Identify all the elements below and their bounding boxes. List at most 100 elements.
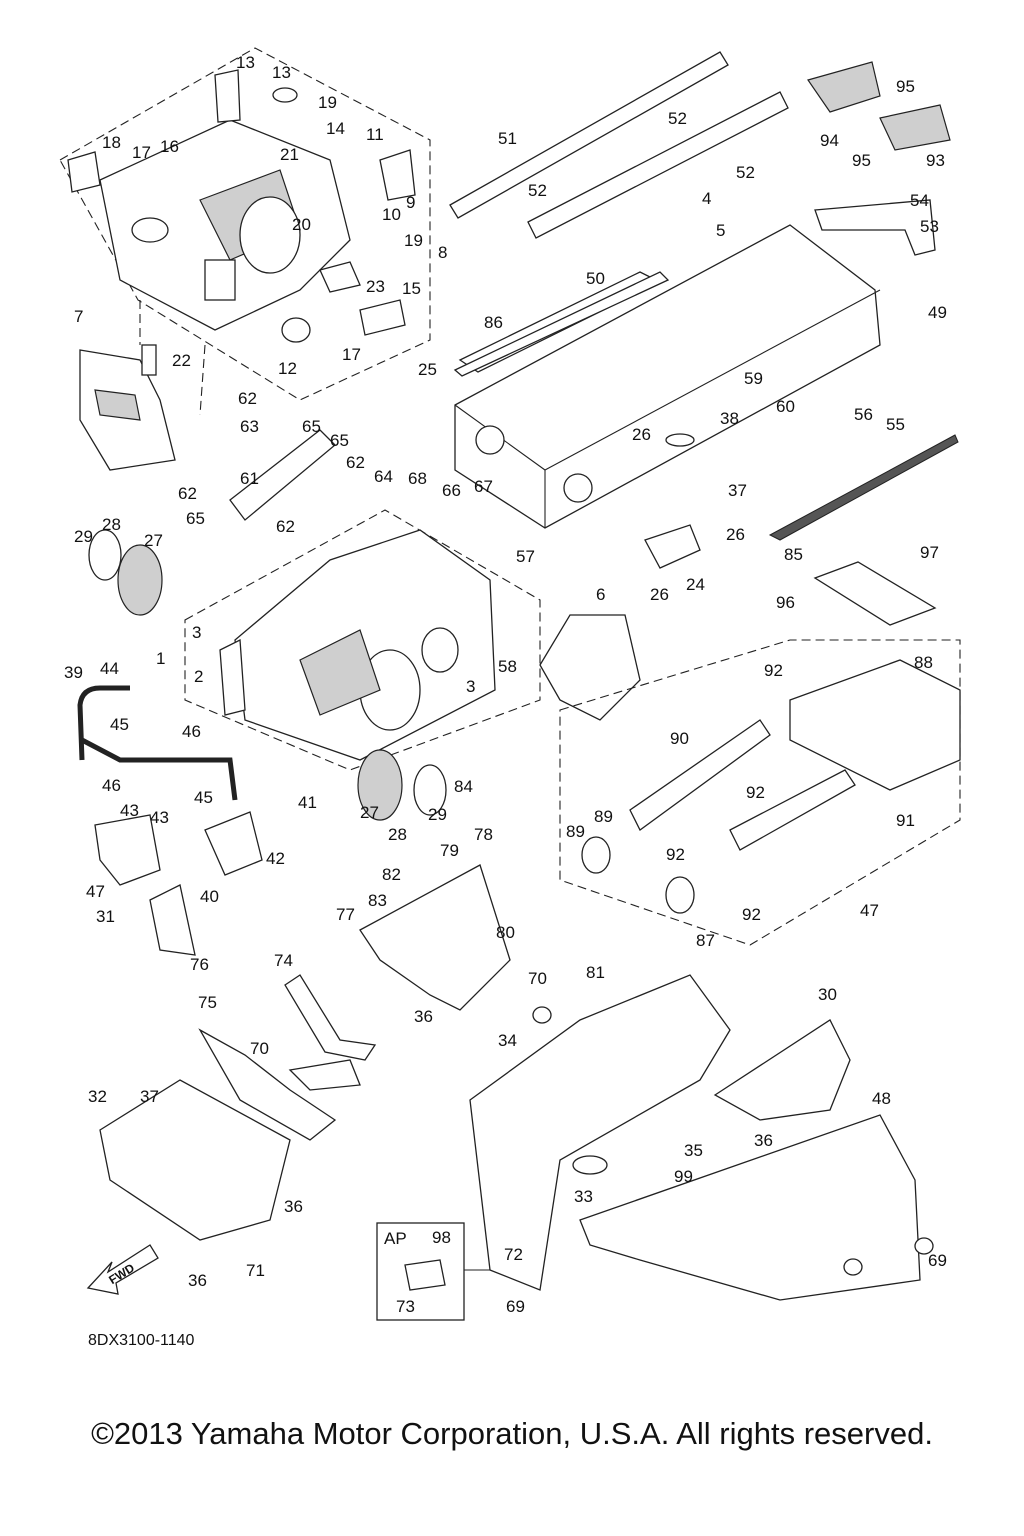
ring-71 [572, 1155, 608, 1175]
callout-38: 38 [720, 409, 739, 428]
callout-19: 19 [318, 93, 337, 112]
callout-92: 92 [746, 783, 765, 802]
strip-85 [768, 434, 959, 541]
callout-24: 24 [686, 575, 705, 594]
callout-39: 39 [64, 663, 83, 682]
callout-72: 72 [504, 1245, 523, 1264]
callout-37: 37 [140, 1087, 159, 1106]
callout-92: 92 [764, 661, 783, 680]
callout-80: 80 [496, 923, 515, 942]
callout-35: 35 [684, 1141, 703, 1160]
callout-71: 71 [246, 1261, 265, 1280]
callout-9: 9 [406, 193, 415, 212]
callout-94: 94 [820, 131, 839, 150]
tunnel-4 [454, 224, 881, 529]
callout-27: 27 [144, 531, 163, 550]
panel-75 [288, 1059, 361, 1091]
callout-58: 58 [498, 657, 517, 676]
callout-47: 47 [860, 901, 879, 920]
callout-92: 92 [742, 905, 761, 924]
callout-6: 6 [596, 585, 605, 604]
callout-21: 21 [280, 145, 299, 164]
callout-29: 29 [74, 527, 93, 546]
callout-36: 36 [284, 1197, 303, 1216]
callout-32: 32 [88, 1087, 107, 1106]
bracket-24 [644, 524, 701, 569]
wheel-89a [581, 836, 611, 874]
rail-90 [729, 769, 856, 851]
callout-36: 36 [754, 1131, 773, 1150]
callout-66: 66 [442, 481, 461, 500]
block-6 [539, 614, 641, 721]
callout-1: 1 [156, 649, 165, 668]
callout-17: 17 [342, 345, 361, 364]
callout-26: 26 [650, 585, 669, 604]
callout-43: 43 [120, 801, 139, 820]
callout-23: 23 [366, 277, 385, 296]
callout-86: 86 [484, 313, 503, 332]
wheel-89b [665, 876, 695, 914]
callout-62: 62 [178, 484, 197, 503]
callout-46: 46 [102, 776, 121, 795]
ap-box-label: AP [384, 1229, 407, 1248]
fwd-arrow-icon: FWD [86, 1244, 159, 1295]
boots-27-28 [88, 529, 447, 821]
callout-41: 41 [298, 793, 317, 812]
callout-68: 68 [408, 469, 427, 488]
bracket-61 [229, 429, 336, 521]
callout-13: 13 [236, 53, 255, 72]
drawing-code: 8DX3100-1140 [88, 1332, 195, 1349]
callout-52: 52 [668, 109, 687, 128]
callout-52: 52 [736, 163, 755, 182]
callout-52: 52 [528, 181, 547, 200]
callout-7: 7 [74, 307, 83, 326]
callout-91: 91 [896, 811, 915, 830]
callout-87: 87 [696, 931, 715, 950]
callout-2: 2 [194, 667, 203, 686]
callout-90: 90 [670, 729, 689, 748]
callout-95: 95 [852, 151, 871, 170]
callout-48: 48 [872, 1089, 891, 1108]
panel-33 [579, 1114, 921, 1301]
panel-79 [359, 864, 511, 1011]
callout-99: 99 [674, 1167, 693, 1186]
callout-55: 55 [886, 415, 905, 434]
callout-89: 89 [594, 807, 613, 826]
callout-30: 30 [818, 985, 837, 1004]
panel-81 [713, 1019, 851, 1121]
cap-70 [532, 1006, 552, 1024]
plate-88 [789, 659, 961, 791]
callout-14: 14 [326, 119, 345, 138]
callout-22: 22 [172, 351, 191, 370]
callout-74: 74 [274, 951, 293, 970]
callout-76: 76 [190, 955, 209, 974]
callout-62: 62 [238, 389, 257, 408]
callout-27: 27 [360, 803, 379, 822]
callout-51: 51 [498, 129, 517, 148]
callout-28: 28 [388, 825, 407, 844]
callout-31: 31 [96, 907, 115, 926]
callout-33: 33 [574, 1187, 593, 1206]
callout-3: 3 [192, 623, 201, 642]
callout-70: 70 [528, 969, 547, 988]
callout-63: 63 [240, 417, 259, 436]
callout-57: 57 [516, 547, 535, 566]
callout-29: 29 [428, 805, 447, 824]
mid-frame-group-outline [184, 509, 541, 771]
callout-70: 70 [250, 1039, 269, 1058]
callout-15: 15 [402, 279, 421, 298]
callout-26: 26 [726, 525, 745, 544]
callout-10: 10 [382, 205, 401, 224]
cap-69b [843, 1258, 863, 1276]
callout-8: 8 [438, 243, 447, 262]
callout-16: 16 [160, 137, 179, 156]
callout-84: 84 [454, 777, 473, 796]
callout-64: 64 [374, 467, 393, 486]
front-frame-assembly [67, 69, 416, 343]
bracket-7 [79, 344, 176, 471]
step-41 [204, 811, 263, 876]
rail-91 [629, 719, 771, 831]
handle-39 [77, 685, 238, 801]
callout-43: 43 [150, 808, 169, 827]
